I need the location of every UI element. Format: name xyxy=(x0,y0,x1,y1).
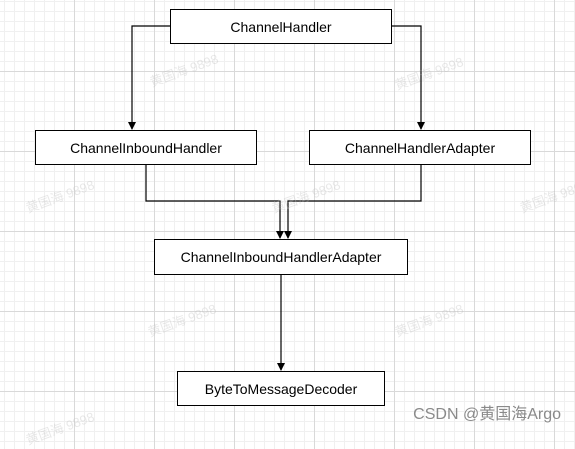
node-label: ChannelInboundHandlerAdapter xyxy=(180,249,382,265)
connector-layer xyxy=(128,25,425,371)
edge-inbound-to-inbound-adapter xyxy=(145,164,284,239)
node-channel-inbound-handler[interactable]: ChannelInboundHandler xyxy=(35,130,257,165)
edge-adapter-to-inbound-adapter xyxy=(284,164,422,239)
node-byte-to-message-decoder[interactable]: ByteToMessageDecoder xyxy=(177,371,385,406)
edge-handler-to-adapter xyxy=(391,25,425,130)
node-channel-inbound-handler-adapter[interactable]: ChannelInboundHandlerAdapter xyxy=(154,239,408,275)
csdn-credit: CSDN @黄国海Argo xyxy=(413,406,561,423)
node-channel-handler[interactable]: ChannelHandler xyxy=(170,9,392,44)
node-label: ChannelInboundHandler xyxy=(70,139,222,156)
node-label: ChannelHandlerAdapter xyxy=(344,139,496,156)
node-channel-handler-adapter[interactable]: ChannelHandlerAdapter xyxy=(309,130,531,165)
edge-handler-to-inbound xyxy=(128,25,171,130)
node-label: ChannelHandler xyxy=(230,18,332,35)
node-label: ByteToMessageDecoder xyxy=(204,380,358,397)
